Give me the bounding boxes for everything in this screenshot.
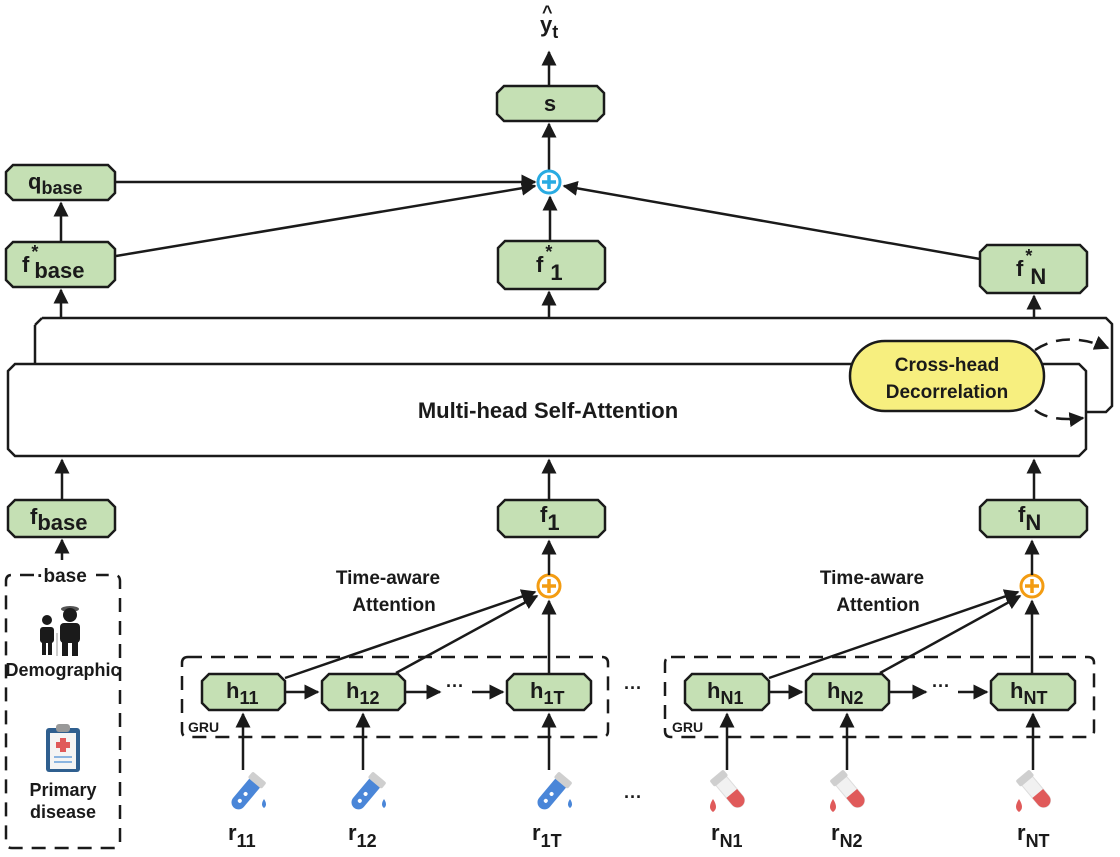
ellipsis-h1: ··· (446, 676, 464, 696)
svg-text:hNT: hNT (1010, 678, 1047, 708)
sum-icon-attention-1 (536, 573, 562, 599)
svg-text:fN: fN (1018, 502, 1041, 535)
input-r1T: r1T (532, 820, 562, 851)
drop-icon-red (1016, 799, 1022, 812)
node-s: s (495, 84, 606, 123)
demographic-icon (40, 606, 80, 656)
svg-text:Decorrelation: Decorrelation (886, 382, 1008, 403)
edge-hN2-to-attN (879, 594, 1022, 675)
primary-disease-icon (46, 724, 80, 772)
edge-h12-to-att1 (395, 594, 539, 675)
gru-label-1: GRU (188, 719, 219, 735)
ellipsis-groups: ··· (624, 678, 642, 698)
primary-disease-label-2: disease (30, 802, 96, 822)
gru-box-1 (180, 655, 610, 739)
node-hNT: hNT (989, 672, 1077, 712)
node-h11: h11 (200, 672, 287, 712)
node-h1T: h1T (505, 672, 593, 712)
svg-text:f1: f1 (540, 502, 560, 535)
drop-icon-blue (262, 799, 266, 808)
decorrelation-dashed-upper (1034, 335, 1110, 352)
node-hN2: hN2 (804, 672, 891, 712)
attention-label-Na: Time-aware (820, 568, 924, 589)
node-f-1: f1 (496, 498, 607, 539)
gru-label-N: GRU (672, 719, 703, 735)
test-tube-icon-blue (231, 772, 266, 810)
output-hat: ^ (542, 2, 553, 22)
decorrelation-dashed-lower (1034, 408, 1085, 428)
test-tube-icon-red (830, 770, 865, 808)
gru-box-N (663, 655, 1096, 739)
svg-text:s: s (544, 91, 556, 116)
edge-fstarbase-to-sum (115, 180, 537, 258)
test-tube-icon-blue (537, 772, 572, 810)
svg-text:f*N: f*N (1016, 246, 1046, 289)
sum-icon-top (536, 169, 562, 195)
svg-text:hN1: hN1 (707, 678, 743, 708)
attention-label-Nb: Attention (836, 595, 919, 616)
svg-text:fbase: fbase (30, 504, 87, 535)
svg-text:h12: h12 (346, 678, 379, 708)
demographic-label: Demographic (5, 660, 120, 680)
svg-text:f*1: f*1 (536, 242, 563, 285)
primary-disease-label-1: Primary (29, 780, 96, 800)
drop-icon-blue (568, 799, 572, 808)
svg-text:hN2: hN2 (827, 678, 863, 708)
ellipsis-inputs: ··· (624, 787, 642, 807)
test-tube-icon-blue (351, 772, 386, 810)
mhsa-front-panel (6, 362, 1088, 458)
node-hN1: hN1 (683, 672, 771, 712)
input-r11: r11 (228, 820, 256, 851)
svg-text:f*base: f*base (22, 242, 85, 283)
node-f-N: fN (978, 498, 1089, 539)
mhsa-label: Multi-head Self-Attention (418, 398, 678, 423)
attention-label-1b: Attention (352, 595, 435, 616)
mhsa-back-left-corner (34, 317, 43, 326)
drop-icon-red (830, 799, 836, 812)
node-q-base: qbase (4, 163, 117, 202)
output-label: yt (540, 12, 558, 42)
base-group-title: ·base (37, 566, 87, 587)
svg-text:Cross-head: Cross-head (895, 355, 1000, 376)
node-h12: h12 (320, 672, 407, 712)
input-rN1: rN1 (711, 820, 743, 851)
drop-icon-red (710, 799, 716, 812)
cross-head-decorrelation: Cross-head Decorrelation (848, 339, 1046, 413)
node-f-star-N: f*N (978, 243, 1089, 295)
edge-h11-to-att1 (284, 589, 537, 680)
drop-icon-blue (382, 799, 386, 808)
edge-hN1-to-attN (768, 589, 1020, 680)
ellipsis-hN: ··· (932, 676, 950, 696)
node-f-star-1: f*1 (496, 239, 607, 291)
svg-text:h1T: h1T (530, 678, 564, 708)
test-tube-icon-red (1016, 770, 1051, 808)
sum-icon-attention-N (1019, 573, 1045, 599)
test-tube-icon-red (710, 770, 745, 808)
edge-fstarN-to-sum (562, 180, 981, 261)
node-f-base: fbase (6, 498, 117, 539)
base-group-box (4, 573, 122, 850)
input-rNT: rNT (1017, 820, 1050, 851)
svg-text:h11: h11 (226, 678, 258, 708)
input-rN2: rN2 (831, 820, 863, 851)
input-r12: r12 (348, 820, 377, 851)
svg-text:qbase: qbase (28, 169, 82, 198)
attention-label-1a: Time-aware (336, 568, 440, 589)
node-f-star-base: f*base (4, 240, 117, 289)
